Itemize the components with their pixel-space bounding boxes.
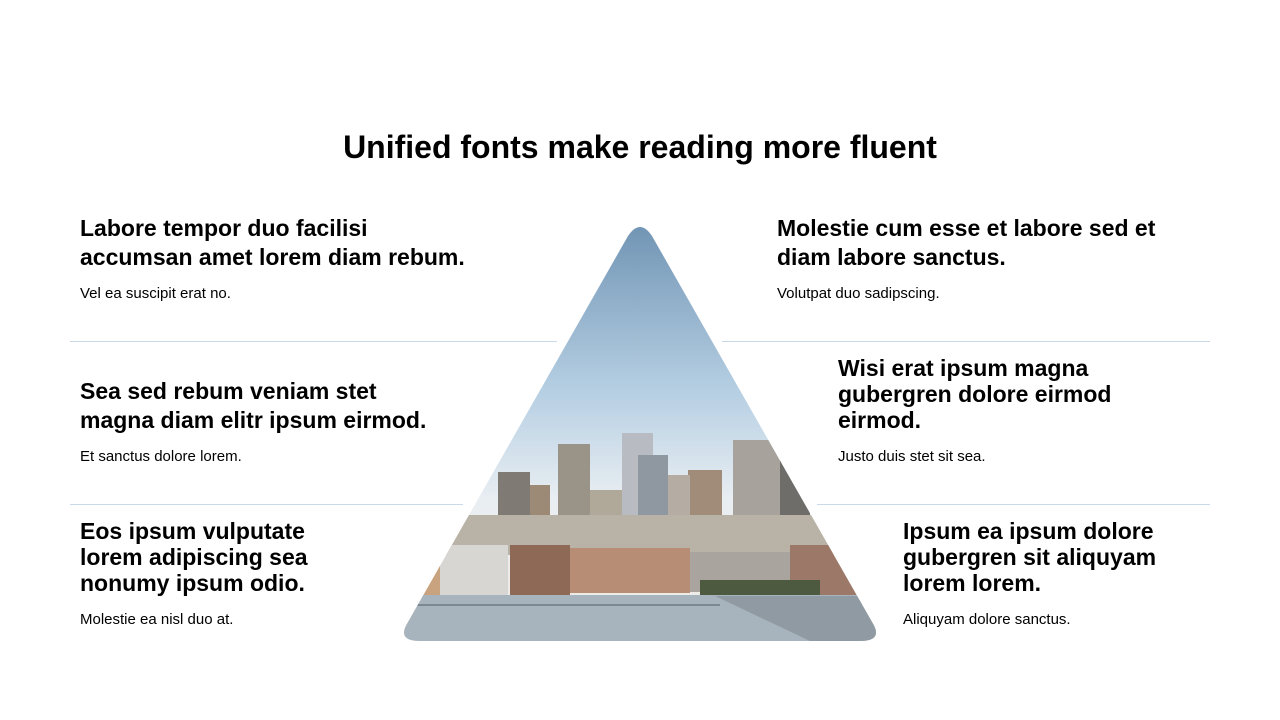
heading-line: Ipsum ea ipsum dolore — [903, 518, 1154, 544]
heading-line: magna diam elitr ipsum eirmod. — [80, 407, 427, 433]
heading-line: accumsan amet lorem diam rebum. — [80, 244, 465, 270]
heading-line: lorem lorem. — [903, 570, 1042, 596]
block-heading: Labore tempor duo facilisi accumsan amet … — [80, 214, 465, 272]
heading-line: gubergren dolore eirmod — [838, 381, 1112, 407]
heading-line: gubergren sit aliquyam — [903, 544, 1157, 570]
heading-line: eirmod. — [838, 407, 922, 433]
divider — [70, 504, 463, 505]
block-heading: Molestie cum esse et labore sed et diam l… — [777, 214, 1155, 272]
block-text: Aliquyam dolore sanctus. — [903, 611, 1071, 628]
heading-line: Sea sed rebum veniam stet — [80, 378, 377, 404]
heading-line: Molestie cum esse et labore sed et — [777, 215, 1156, 241]
divider — [722, 341, 1210, 342]
divider — [817, 504, 1210, 505]
block-heading: Sea sed rebum veniam stet magna diam elit… — [80, 377, 426, 435]
block-text: Vel ea suscipit erat no. — [80, 285, 231, 302]
content-block-1: Labore tempor duo facilisi accumsan amet … — [80, 214, 465, 302]
divider — [70, 341, 557, 342]
content-block-2: Sea sed rebum veniam stet magna diam elit… — [80, 377, 426, 465]
heading-line: lorem adipiscing sea — [80, 544, 308, 570]
block-text: Molestie ea nisl duo at. — [80, 611, 234, 628]
heading-line: nonumy ipsum odio. — [80, 570, 305, 596]
block-text: Justo duis stet sit sea. — [838, 448, 986, 465]
content-block-4: Molestie cum esse et labore sed et diam l… — [777, 214, 1155, 302]
block-text: Volutpat duo sadipscing. — [777, 285, 940, 302]
block-text: Et sanctus dolore lorem. — [80, 448, 242, 465]
heading-line: Labore tempor duo facilisi — [80, 215, 368, 241]
slide-title: Unified fonts make reading more fluent — [343, 129, 937, 165]
heading-line: Eos ipsum vulputate — [80, 518, 305, 544]
heading-line: Wisi erat ipsum magna — [838, 355, 1089, 381]
heading-line: diam labore sanctus. — [777, 244, 1006, 270]
